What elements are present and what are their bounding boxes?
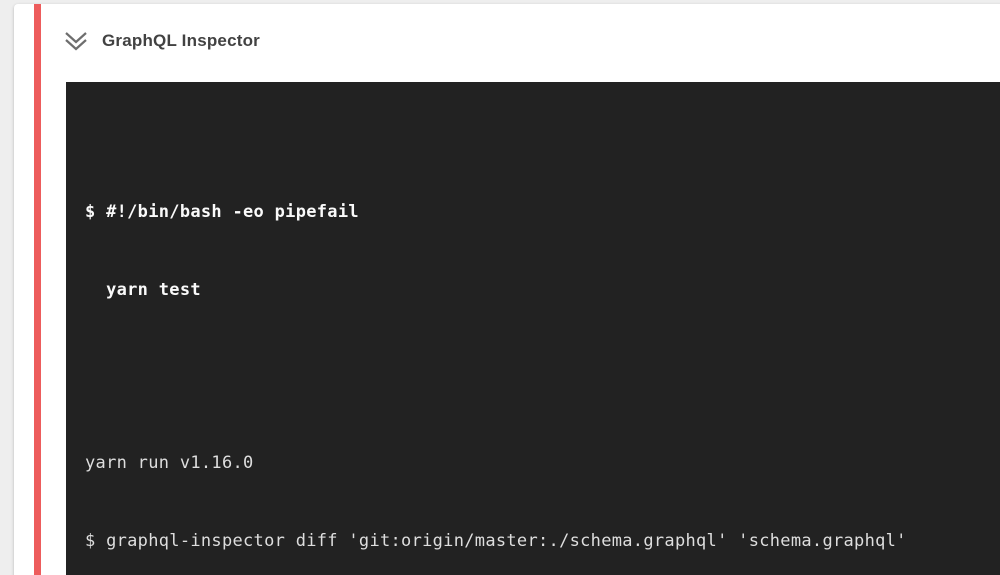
step-title: GraphQL Inspector	[102, 30, 261, 50]
job-step-card: GraphQL Inspector $ #!/bin/bash -eo pipe…	[14, 4, 1000, 575]
terminal-command-line: yarn test	[85, 280, 201, 300]
terminal-text: $ graphql-inspector diff 'git:origin/mas…	[85, 531, 907, 551]
terminal-text: yarn run v1.16.0	[85, 453, 254, 473]
double-chevron-down-icon[interactable]	[63, 30, 89, 51]
terminal-output: $ #!/bin/bash -eo pipefail yarn test yar…	[66, 82, 1000, 575]
terminal-line: $ graphql-inspector diff 'git:origin/mas…	[85, 528, 996, 554]
command-block: $ #!/bin/bash -eo pipefail yarn test	[85, 147, 996, 355]
terminal-line: yarn run v1.16.0	[85, 450, 996, 476]
terminal-command-line: $ #!/bin/bash -eo pipefail	[85, 202, 359, 222]
failed-step: GraphQL Inspector $ #!/bin/bash -eo pipe…	[34, 4, 1000, 575]
step-header[interactable]: GraphQL Inspector	[41, 4, 1000, 51]
